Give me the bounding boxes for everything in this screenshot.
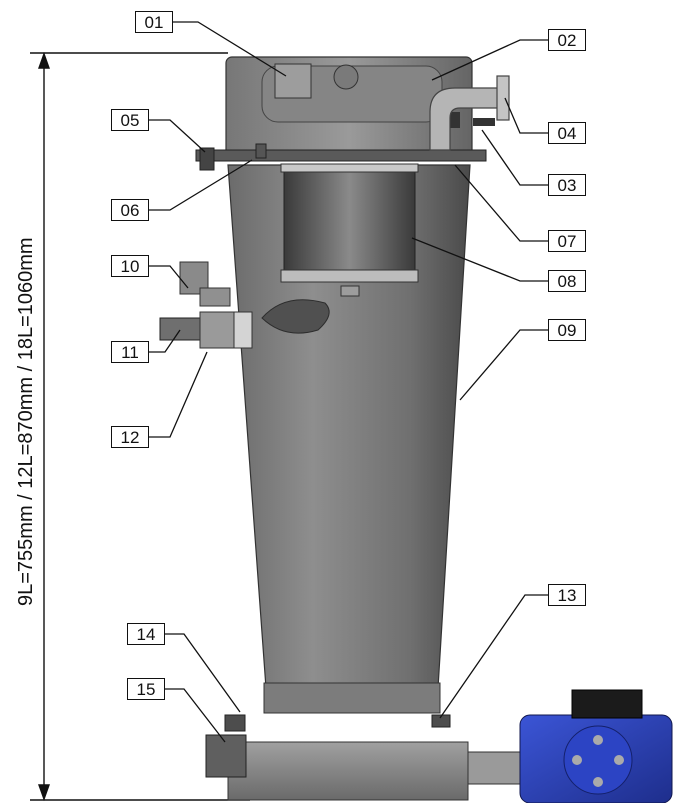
height-dimension-label: 9L=755mm / 12L=870mm / 18L=1060mm [15, 237, 37, 606]
callout-label-13: 13 [548, 584, 586, 606]
callout-label-07: 07 [548, 230, 586, 252]
callout-label-10: 10 [111, 255, 149, 277]
callout-label-04: 04 [548, 122, 586, 144]
level-sensor [159, 261, 253, 349]
callout-label-03: 03 [548, 174, 586, 196]
callout-label-12: 12 [111, 426, 149, 448]
callout-leaders [148, 21, 548, 743]
discharge-actuator [519, 689, 673, 803]
callout-label-01: 01 [135, 11, 173, 33]
callout-label-08: 08 [548, 270, 586, 292]
inlet-elbow [429, 75, 510, 151]
callout-label-09: 09 [548, 319, 586, 341]
dimension-line [30, 51, 250, 802]
hopper-body [227, 164, 471, 714]
discharge-flange [205, 714, 529, 801]
callout-label-05: 05 [111, 109, 149, 131]
filter-cartridge [280, 163, 419, 297]
callout-label-11: 11 [111, 341, 149, 363]
callout-label-06: 06 [111, 199, 149, 221]
callout-label-14: 14 [127, 623, 165, 645]
callout-label-15: 15 [127, 678, 165, 700]
lid-assembly [195, 56, 495, 171]
callout-label-02: 02 [548, 29, 586, 51]
